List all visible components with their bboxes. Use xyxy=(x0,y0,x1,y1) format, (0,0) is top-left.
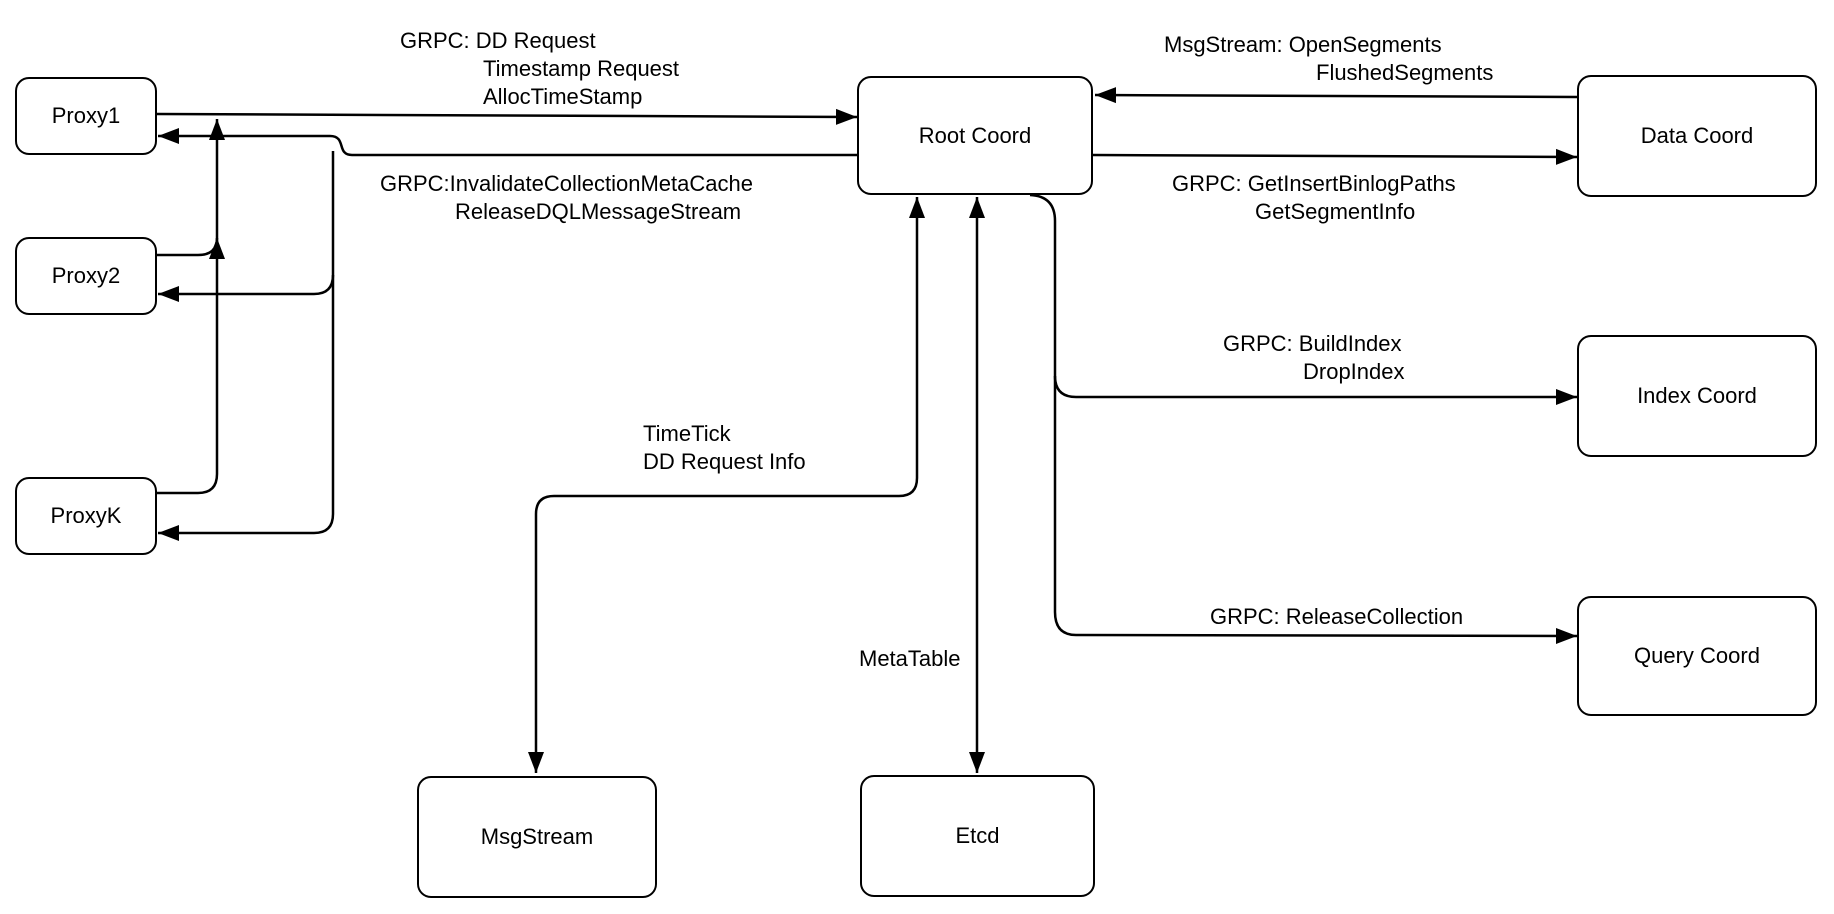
node-label-proxyk: ProxyK xyxy=(50,503,122,528)
node-label-proxy2: Proxy2 xyxy=(51,263,121,288)
node-etcd: Etcd xyxy=(860,775,1095,897)
edge-return-bus-to-proxyk xyxy=(158,151,335,541)
edge-label-alloctimestamp: AllocTimeStamp xyxy=(483,84,643,109)
edge-to-querycoord xyxy=(1053,611,1578,644)
node-data-coord: Data Coord xyxy=(1577,75,1817,197)
edge-label-getsegmentinfo: GetSegmentInfo xyxy=(1255,199,1416,224)
edge-label-metatable: MetaTable xyxy=(859,646,961,671)
node-index-coord: Index Coord xyxy=(1577,335,1817,457)
edge-label-msgstream-opensegments: MsgStream: OpenSegments xyxy=(1164,32,1442,57)
edge-rootcoord-down-stem xyxy=(1029,193,1057,612)
edge-label-grpc-buildindex: GRPC: BuildIndex xyxy=(1223,331,1402,356)
node-label-proxy1: Proxy1 xyxy=(51,103,121,128)
edge-label-grpc-dd-request: GRPC: DD Request xyxy=(400,28,596,53)
node-label-query-coord: Query Coord xyxy=(1634,643,1760,668)
node-label-etcd: Etcd xyxy=(955,823,1000,848)
edge-label-dd-request-info: DD Request Info xyxy=(643,449,806,474)
node-label-msgstream: MsgStream xyxy=(480,824,594,849)
edge-timetick-msgstream xyxy=(528,197,925,773)
edge-rootcoord-to-proxy1 xyxy=(158,128,857,157)
node-label-root-coord: Root Coord xyxy=(918,122,1032,148)
edges-group xyxy=(156,87,1578,773)
node-proxyk: ProxyK xyxy=(15,477,157,555)
edge-label-release-dql-message-stream: ReleaseDQLMessageStream xyxy=(455,199,742,224)
edge-datacoord-to-rootcoord xyxy=(1094,87,1578,104)
edge-label-grpc-getinsertbinlogpaths: GRPC: GetInsertBinlogPaths xyxy=(1172,171,1456,196)
edge-proxy-request-bus xyxy=(157,119,225,495)
node-msgstream: MsgStream xyxy=(417,776,657,898)
edge-label-dropindex: DropIndex xyxy=(1303,359,1405,384)
edge-label-timetick: TimeTick xyxy=(643,421,731,446)
edge-proxy1-to-rootcoord xyxy=(156,108,858,125)
edge-proxy2-merge xyxy=(157,237,225,260)
edge-label-flushedsegments: FlushedSegments xyxy=(1316,60,1494,85)
edge-rootcoord-to-datacoord xyxy=(1092,148,1578,165)
edge-to-indexcoord xyxy=(1053,375,1577,405)
node-label-data-coord: Data Coord xyxy=(1640,123,1754,148)
node-proxy2: Proxy2 xyxy=(15,237,157,315)
edge-return-branch-proxy2 xyxy=(158,274,335,302)
edge-label-timestamp-request: Timestamp Request xyxy=(483,56,680,81)
node-query-coord: Query Coord xyxy=(1577,596,1817,716)
node-root-coord: Root Coord xyxy=(857,76,1093,195)
edge-label-invalidate-collection-metacache: GRPC:InvalidateCollectionMetaCache xyxy=(380,171,753,196)
node-label-index-coord: Index Coord xyxy=(1637,383,1757,408)
node-proxy1: Proxy1 xyxy=(15,77,157,155)
edge-label-grpc-releasecollection: GRPC: ReleaseCollection xyxy=(1210,604,1464,629)
